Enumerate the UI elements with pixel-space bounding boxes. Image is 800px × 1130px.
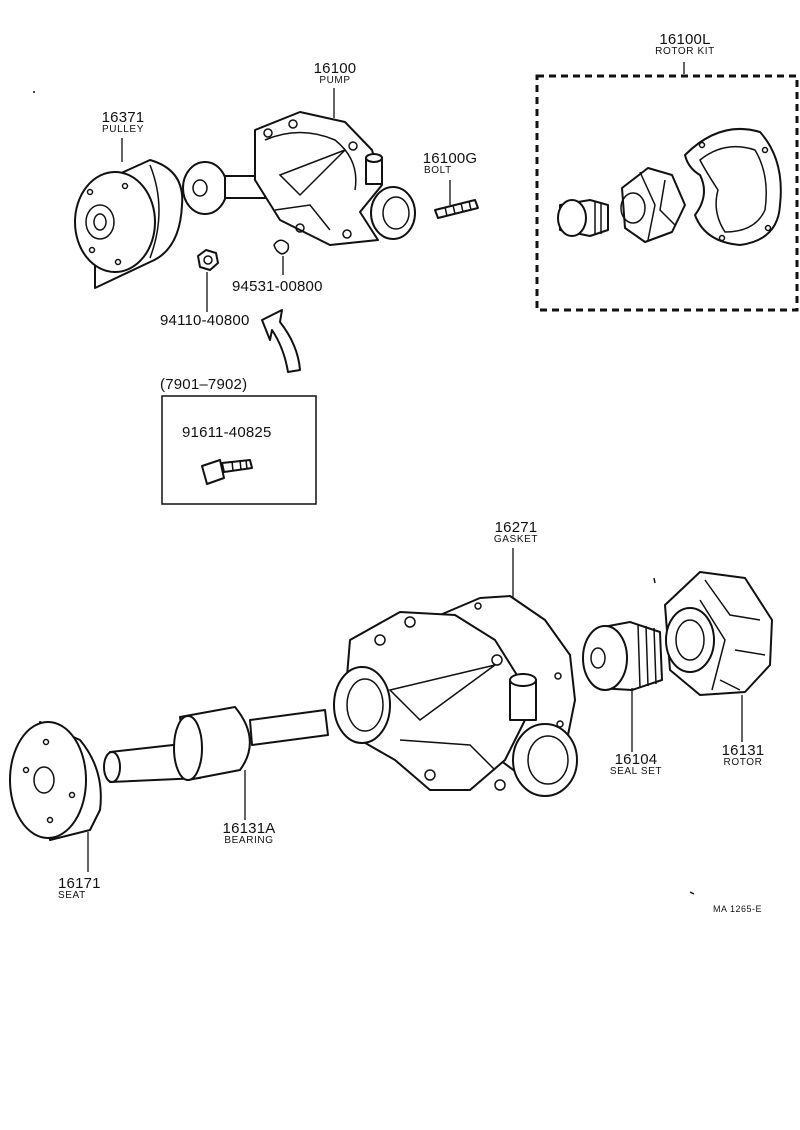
gasket-label: 16271 GASKET xyxy=(486,520,546,545)
washer-icon xyxy=(273,239,290,255)
pump-icon xyxy=(254,111,416,246)
gasket-number: 16271 xyxy=(494,519,538,536)
bolt-name: BOLT xyxy=(424,165,452,176)
rotor-label: 16131 ROTOR xyxy=(716,743,770,768)
washer-number: 94531-00800 xyxy=(232,278,323,295)
seat-name: SEAT xyxy=(58,890,86,901)
pulley-number: 16371 xyxy=(101,109,145,126)
seat-icon xyxy=(9,721,102,841)
variant-box xyxy=(161,395,317,505)
variant-bolt-icon xyxy=(201,459,253,485)
gasket-name: GASKET xyxy=(493,534,539,545)
seal-set-icon xyxy=(582,621,663,691)
drawing-code: MA 1265-E xyxy=(713,904,763,914)
bearing-label: 16131A BEARING xyxy=(214,821,284,846)
seat-number: 16171 xyxy=(58,875,101,892)
seal-set-name: SEAL SET xyxy=(609,766,663,777)
rotor-kit-box xyxy=(535,74,799,312)
bolt-number: 16100G xyxy=(422,150,478,167)
pulley-name: PULLEY xyxy=(102,124,144,135)
arrow-icon xyxy=(261,309,301,373)
rotor-icon xyxy=(664,571,773,696)
rotor-kit-name: ROTOR KIT xyxy=(655,46,715,57)
bearing-name: BEARING xyxy=(224,835,274,846)
scan-mark xyxy=(653,577,656,584)
seal-set-label: 16104 SEAL SET xyxy=(604,752,668,777)
bearing-icon xyxy=(103,706,329,783)
pump-number: 16100 xyxy=(313,60,357,77)
rotor-name: ROTOR xyxy=(723,757,763,768)
scan-mark xyxy=(33,91,35,93)
bolt-icon xyxy=(434,199,479,219)
rotor-kit-label: 16100L ROTOR KIT xyxy=(640,32,730,57)
variant-part-number: 91611-40825 xyxy=(182,424,272,441)
seat-label: 16171 SEAT xyxy=(58,876,112,901)
scan-mark xyxy=(689,891,695,895)
nut-number: 94110-40800 xyxy=(160,312,250,329)
pulley-label: 16371 PULLEY xyxy=(96,110,150,135)
variant-period: (7901–7902) xyxy=(160,376,248,393)
bolt-label: 16100G BOLT xyxy=(416,151,484,176)
pump-name: PUMP xyxy=(319,75,351,86)
rotor-number: 16131 xyxy=(721,742,765,759)
pulley-icon xyxy=(74,159,184,289)
rotor-kit-icon xyxy=(557,128,782,246)
rotor-kit-number: 16100L xyxy=(659,31,711,48)
hub-icon xyxy=(182,161,266,215)
nut-icon xyxy=(197,249,219,271)
pump-label: 16100 PUMP xyxy=(305,61,365,86)
large-pump-icon xyxy=(333,611,578,797)
bearing-number: 16131A xyxy=(222,820,276,837)
seal-set-number: 16104 xyxy=(614,751,658,768)
